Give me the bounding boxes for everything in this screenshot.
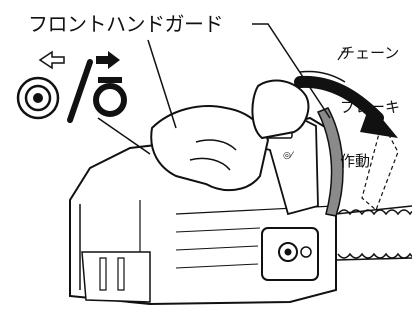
chain-brake-line-2: ブレーキ xyxy=(340,98,401,116)
brake-leader xyxy=(337,47,347,61)
brake-icons xyxy=(16,50,127,123)
svg-text:◎⁄: ◎⁄ xyxy=(283,151,295,161)
brake-release-icon xyxy=(16,76,60,120)
front-hand-guard xyxy=(316,107,344,217)
guide-bar xyxy=(335,120,412,261)
front-hand-guard-label: フロントハンドガード xyxy=(28,12,224,36)
chain-brake-line-1: チェーン xyxy=(340,44,400,62)
hand-guard-leader xyxy=(252,23,331,119)
brake-lock-icon xyxy=(93,77,127,117)
chain-brake-label: チェーン ブレーキ 作動 xyxy=(340,8,400,206)
left-arrow-icon xyxy=(38,50,65,70)
gloved-hand xyxy=(97,39,310,192)
brake-direction-arrow xyxy=(294,70,398,138)
chain-brake-line-3: 作動 xyxy=(340,152,371,170)
right-arrow-icon xyxy=(96,51,120,69)
